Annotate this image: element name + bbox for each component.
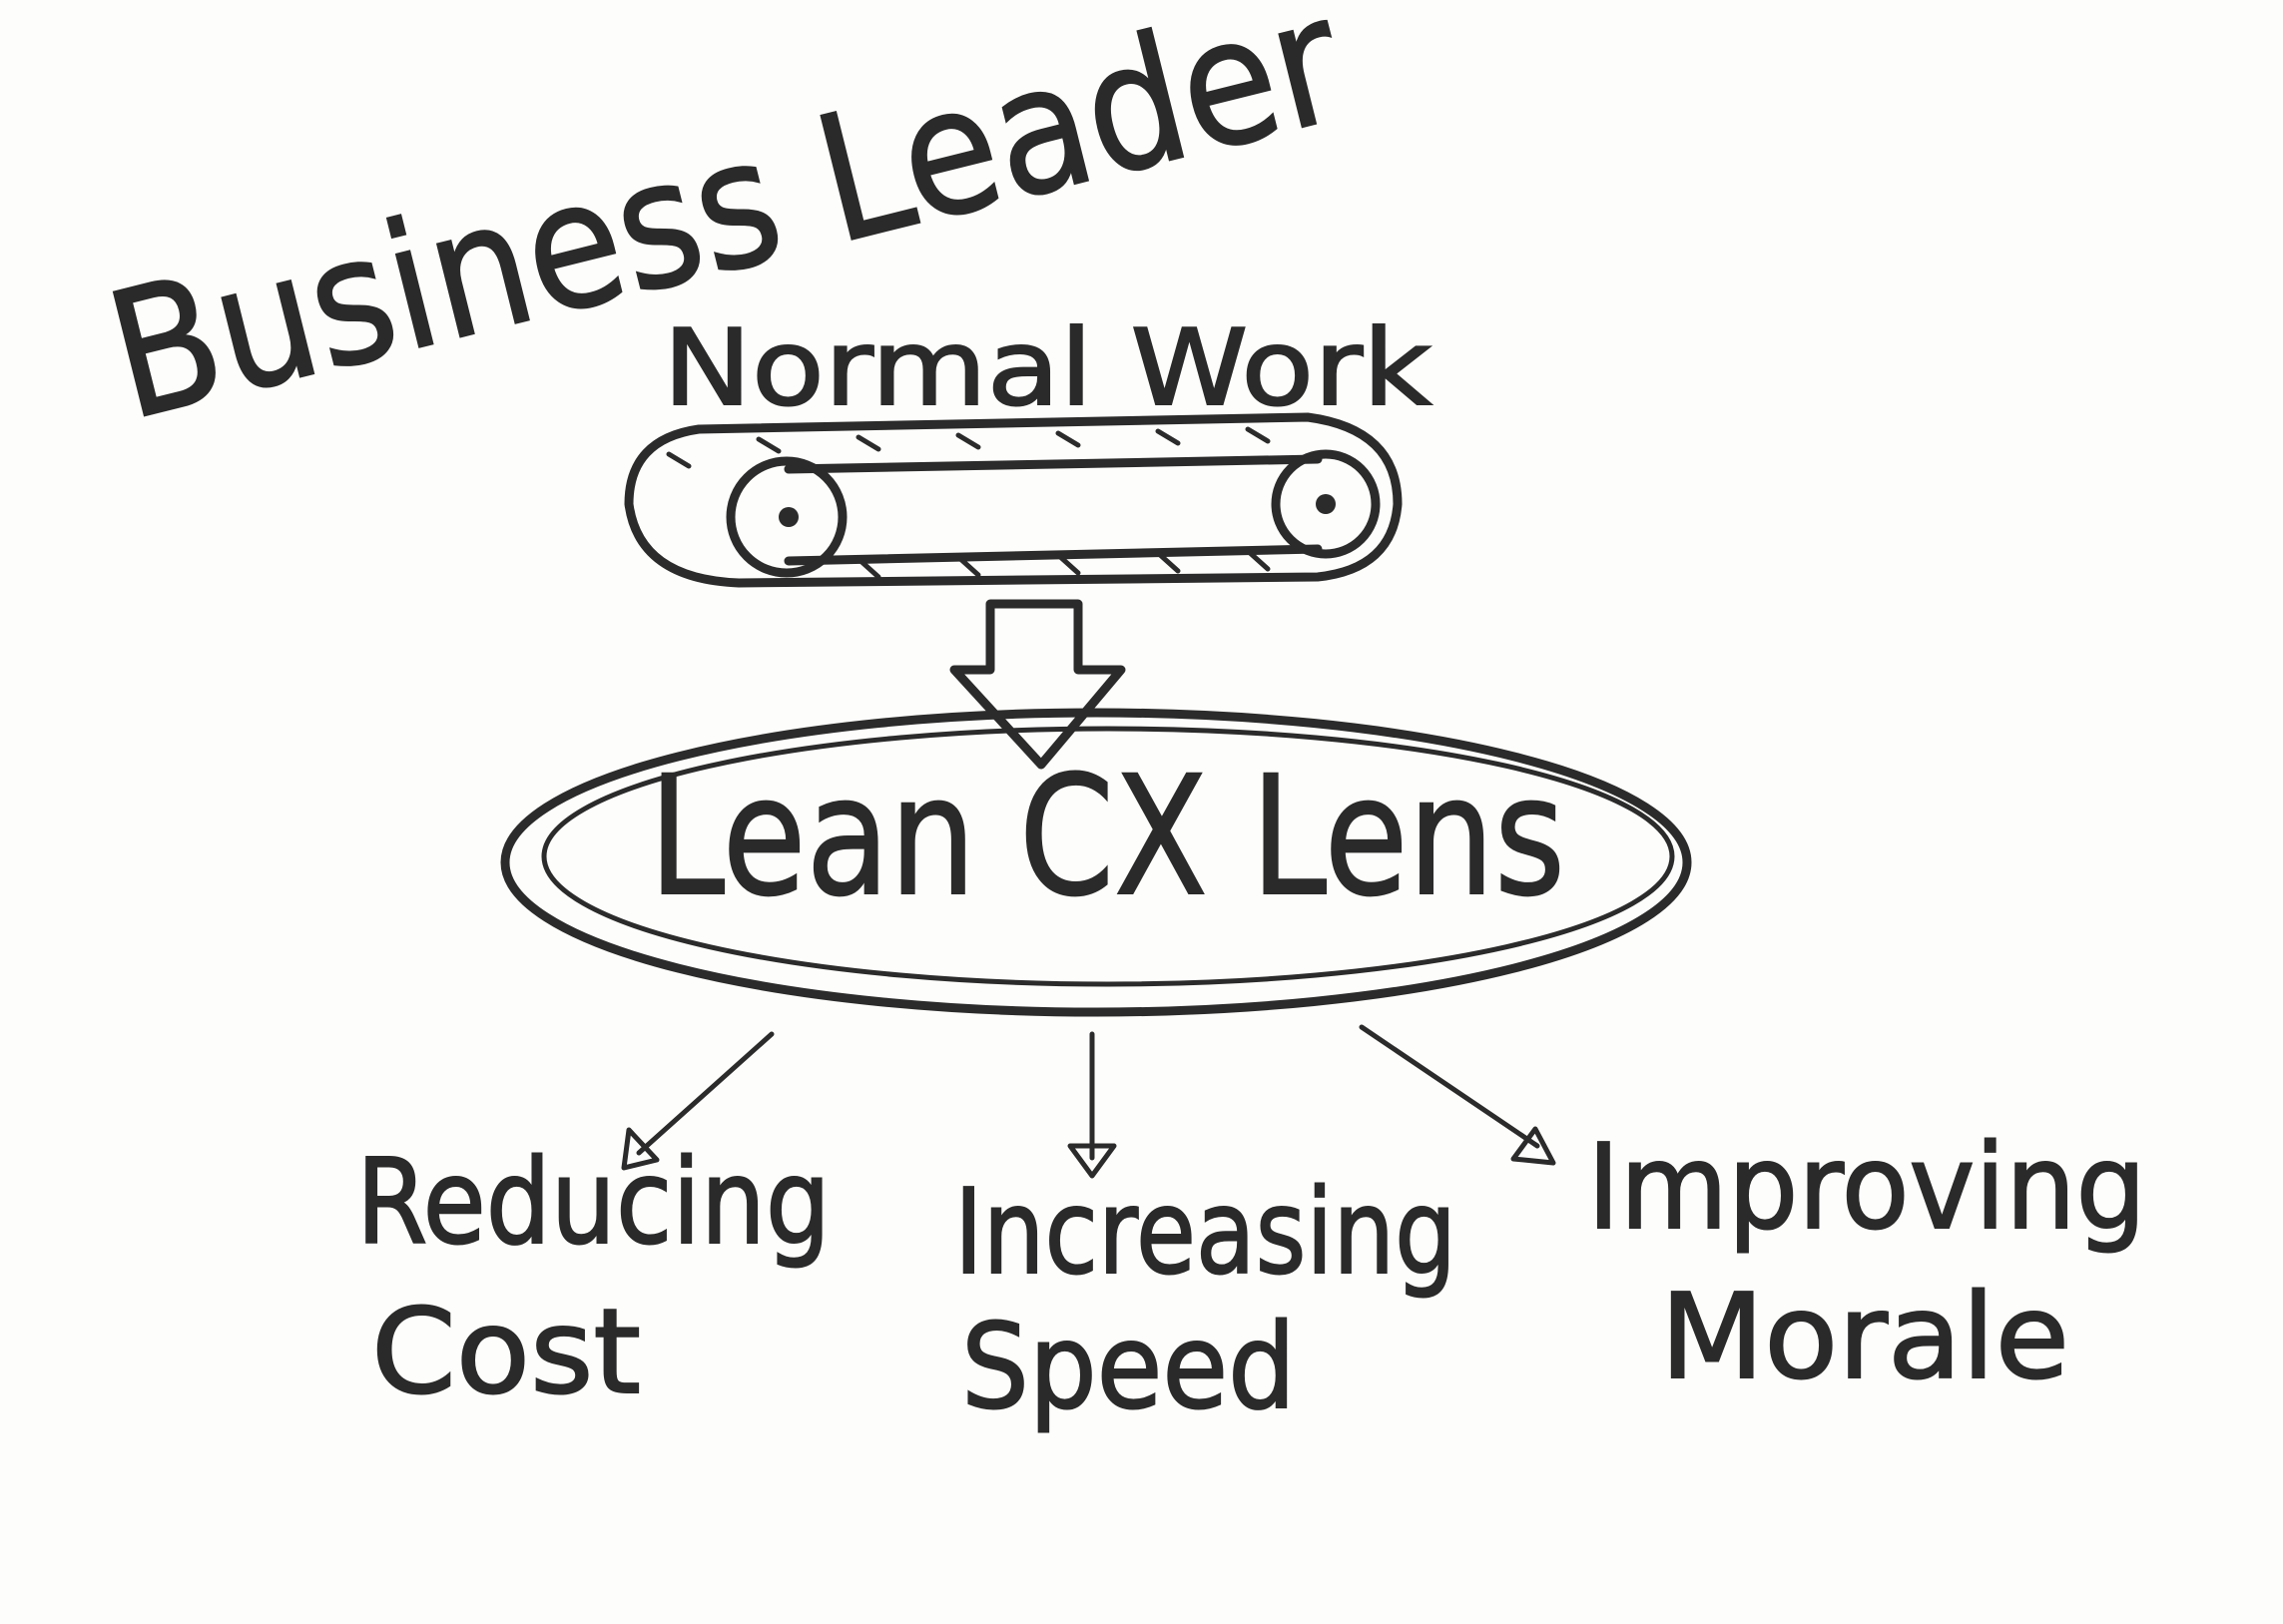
conveyor-belt-icon — [624, 412, 1403, 588]
outcome-speed-line1: Increasing — [954, 1163, 1456, 1301]
lens-label: Lean CX Lens — [649, 741, 1565, 932]
outcome-cost-line2: Cost — [371, 1283, 641, 1420]
normal-work-label: Normal Work — [663, 307, 1431, 429]
arrow-to-speed-icon — [1067, 1031, 1117, 1179]
outcome-morale-line1: Improving — [1587, 1118, 2146, 1256]
lens-ellipse — [500, 708, 1692, 1017]
outcome-morale-line2: Morale — [1660, 1268, 2069, 1405]
outcome-speed-line2: Speed — [961, 1298, 1296, 1435]
outcome-cost-line1: Reducing — [356, 1133, 831, 1271]
outcome-arrows — [621, 1024, 1556, 1179]
arrow-to-cost-icon — [621, 1031, 775, 1171]
arrow-to-morale-icon — [1359, 1024, 1556, 1166]
